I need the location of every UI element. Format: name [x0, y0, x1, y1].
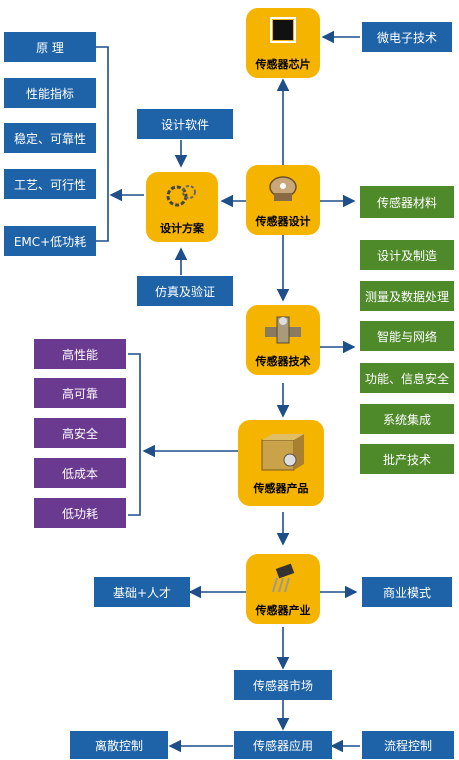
sensor-product-label: 传感器产品 — [253, 482, 309, 495]
sensor-module-icon — [254, 432, 308, 480]
market-box: 传感器市场 — [234, 670, 332, 700]
gears-icon — [162, 180, 202, 216]
performance-box: 性能指标 — [4, 78, 96, 108]
process-control-box: 流程控制 — [362, 731, 454, 759]
business-box: 商业模式 — [362, 577, 452, 607]
sensor-product-node: 传感器产品 — [238, 420, 324, 506]
tech-item-measurement: 测量及数据处理 — [360, 281, 454, 311]
foundation-box: 基础+人才 — [94, 577, 190, 607]
product-item-low-cost: 低成本 — [34, 458, 126, 488]
sensor-chip-node: 传感器芯片 — [246, 8, 320, 78]
discrete-control-box: 离散控制 — [70, 731, 168, 759]
component-icon — [263, 562, 303, 598]
product-item-high-safety: 高安全 — [34, 418, 126, 448]
product-item-high-performance: 高性能 — [34, 339, 126, 369]
product-item-high-reliability: 高可靠 — [34, 378, 126, 408]
tech-item-security: 功能、信息安全 — [360, 363, 454, 393]
tech-item-batch: 批产技术 — [360, 444, 454, 474]
sensor-tech-label: 传感器技术 — [255, 355, 311, 368]
tech-item-integration: 系统集成 — [360, 404, 454, 434]
application-box: 传感器应用 — [234, 731, 332, 759]
right-bracket — [128, 353, 141, 516]
simulation-box: 仿真及验证 — [137, 276, 233, 306]
principle-box: 原 理 — [4, 32, 96, 62]
process-feasibility-box: 工艺、可行性 — [4, 169, 96, 199]
sensor-design-node: 传感器设计 — [246, 165, 320, 235]
sensor-industry-node: 传感器产业 — [246, 554, 320, 624]
software-box: 设计软件 — [137, 109, 233, 139]
microelectronics-box: 微电子技术 — [362, 22, 452, 52]
emc-box: EMC+低功耗 — [4, 226, 96, 256]
flowmeter-icon — [261, 313, 305, 351]
sensor-design-icon — [263, 173, 303, 211]
chip-icon — [268, 16, 298, 50]
sensor-tech-node: 传感器技术 — [246, 305, 320, 375]
tech-item-intelligence-network: 智能与网络 — [360, 321, 454, 351]
product-item-low-power: 低功耗 — [34, 498, 126, 528]
tech-item-design-manufacture: 设计及制造 — [360, 240, 454, 270]
design-scheme-label: 设计方案 — [160, 222, 204, 235]
sensor-chip-label: 传感器芯片 — [255, 58, 311, 71]
sensor-design-label: 传感器设计 — [255, 215, 311, 228]
materials-box: 传感器材料 — [360, 186, 454, 218]
left-bracket — [96, 46, 109, 242]
sensor-industry-label: 传感器产业 — [255, 604, 311, 617]
stability-box: 稳定、可靠性 — [4, 123, 96, 153]
design-scheme-node: 设计方案 — [146, 172, 218, 242]
